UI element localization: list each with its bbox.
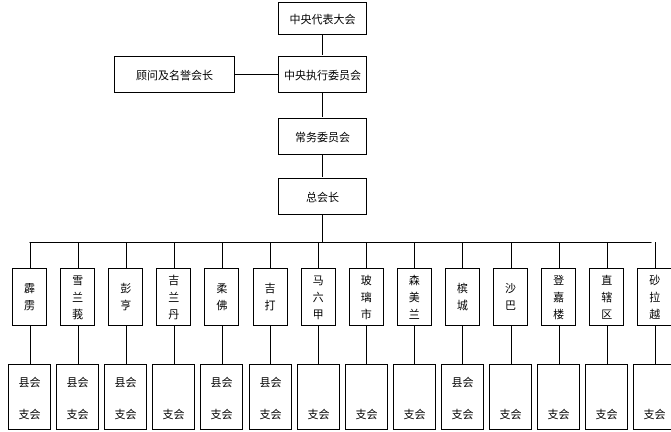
branch-label: 支会	[259, 408, 282, 421]
advisors-box: 顾问及名誉会长	[114, 56, 235, 93]
state-name-char: 打	[264, 299, 276, 312]
state-box: 柔佛	[204, 268, 240, 326]
state-name-char: 璃	[360, 290, 372, 304]
state-name-char: 霹	[24, 282, 35, 295]
state-name-char: 甲	[312, 307, 324, 321]
branch-box: 支会	[585, 364, 628, 430]
branch-label: 支会	[403, 408, 426, 421]
central-congress-box: 中央代表大会	[278, 2, 367, 35]
state-name-char: 沙	[505, 282, 516, 295]
county-label: 县会	[210, 376, 233, 389]
state-name-char: 六	[312, 290, 324, 304]
state-name-char: 城	[456, 299, 468, 312]
state-name-char: 辖	[601, 290, 613, 304]
president-label: 总会长	[306, 190, 339, 204]
state-name-char: 吉	[168, 273, 180, 287]
state-box: 彭亨	[108, 268, 144, 326]
standing-committee-label: 常务委员会	[295, 130, 350, 144]
state-name-char: 兰	[168, 290, 180, 304]
branch-label: 支会	[499, 408, 522, 421]
state-box: 直辖区	[589, 268, 625, 326]
central-congress-label: 中央代表大会	[289, 12, 356, 26]
state-name-char: 登	[553, 273, 565, 287]
branch-label: 支会	[547, 408, 570, 421]
state-box: 吉兰丹	[156, 268, 192, 326]
state-box: 霹雳	[12, 268, 47, 326]
branch-box: 支会	[345, 364, 388, 430]
branch-label: 支会	[18, 408, 41, 421]
county-label: 县会	[451, 376, 474, 389]
advisors-label: 顾问及名誉会长	[136, 68, 213, 82]
state-box: 雪兰莪	[60, 268, 96, 326]
county-label: 县会	[114, 376, 137, 389]
branch-label: 支会	[307, 408, 330, 421]
branch-box: 县会支会	[441, 364, 484, 430]
branch-label: 支会	[66, 408, 89, 421]
state-box: 登嘉楼	[541, 268, 577, 326]
state-box: 玻璃市	[348, 268, 384, 326]
state-name-char: 马	[312, 273, 324, 287]
central-executive-label: 中央执行委员会	[284, 68, 361, 82]
branch-label: 支会	[114, 408, 137, 421]
branch-box: 支会	[297, 364, 340, 430]
state-name-char: 拉	[649, 290, 661, 304]
branch-label: 支会	[355, 408, 378, 421]
state-name-char: 森	[408, 273, 420, 287]
state-name-char: 巴	[505, 299, 516, 312]
central-executive-box: 中央执行委员会	[278, 56, 367, 93]
state-name-char: 丹	[168, 307, 180, 321]
state-name-char: 美	[408, 290, 420, 304]
state-box: 马六甲	[300, 268, 336, 326]
branch-box: 县会支会	[8, 364, 51, 430]
county-label: 县会	[259, 376, 282, 389]
state-box: 槟城	[444, 268, 480, 326]
state-name-char: 雳	[24, 299, 35, 312]
state-name-char: 兰	[72, 290, 84, 304]
state-box: 吉打	[252, 268, 288, 326]
state-name-char: 楼	[553, 307, 565, 321]
state-name-char: 槟	[456, 282, 468, 295]
branch-box: 支会	[537, 364, 580, 430]
state-name-char: 吉	[264, 282, 276, 295]
branch-label: 支会	[643, 408, 666, 421]
county-label: 县会	[66, 376, 89, 389]
branch-box: 县会支会	[200, 364, 243, 430]
branch-label: 支会	[451, 408, 474, 421]
county-label: 县会	[18, 376, 41, 389]
state-name-char: 直	[601, 273, 613, 287]
state-name-char: 佛	[216, 299, 228, 312]
state-box: 沙巴	[493, 268, 528, 326]
branch-box: 县会支会	[104, 364, 147, 430]
state-name-char: 嘉	[553, 290, 565, 304]
branch-box: 支会	[393, 364, 436, 430]
president-box: 总会长	[278, 178, 367, 215]
branch-box: 支会	[489, 364, 532, 430]
branch-label: 支会	[162, 408, 185, 421]
state-box: 砂拉越	[637, 268, 671, 326]
state-name-char: 兰	[408, 307, 420, 321]
state-name-char: 雪	[72, 273, 84, 287]
branch-label: 支会	[210, 408, 233, 421]
state-name-char: 柔	[216, 282, 228, 295]
branch-box: 支会	[152, 364, 195, 430]
branch-box: 县会支会	[56, 364, 99, 430]
standing-committee-box: 常务委员会	[278, 118, 367, 155]
branch-label: 支会	[595, 408, 618, 421]
state-name-char: 彭	[120, 282, 132, 295]
state-name-char: 莪	[72, 307, 84, 321]
state-name-char: 亨	[120, 299, 132, 312]
branch-box: 县会支会	[249, 364, 292, 430]
state-name-char: 越	[649, 307, 661, 321]
state-name-char: 区	[601, 307, 613, 321]
state-box: 森美兰	[396, 268, 432, 326]
state-name-char: 玻	[360, 273, 372, 287]
branch-box: 支会	[633, 364, 671, 430]
state-name-char: 市	[360, 307, 372, 321]
state-name-char: 砂	[649, 273, 661, 287]
